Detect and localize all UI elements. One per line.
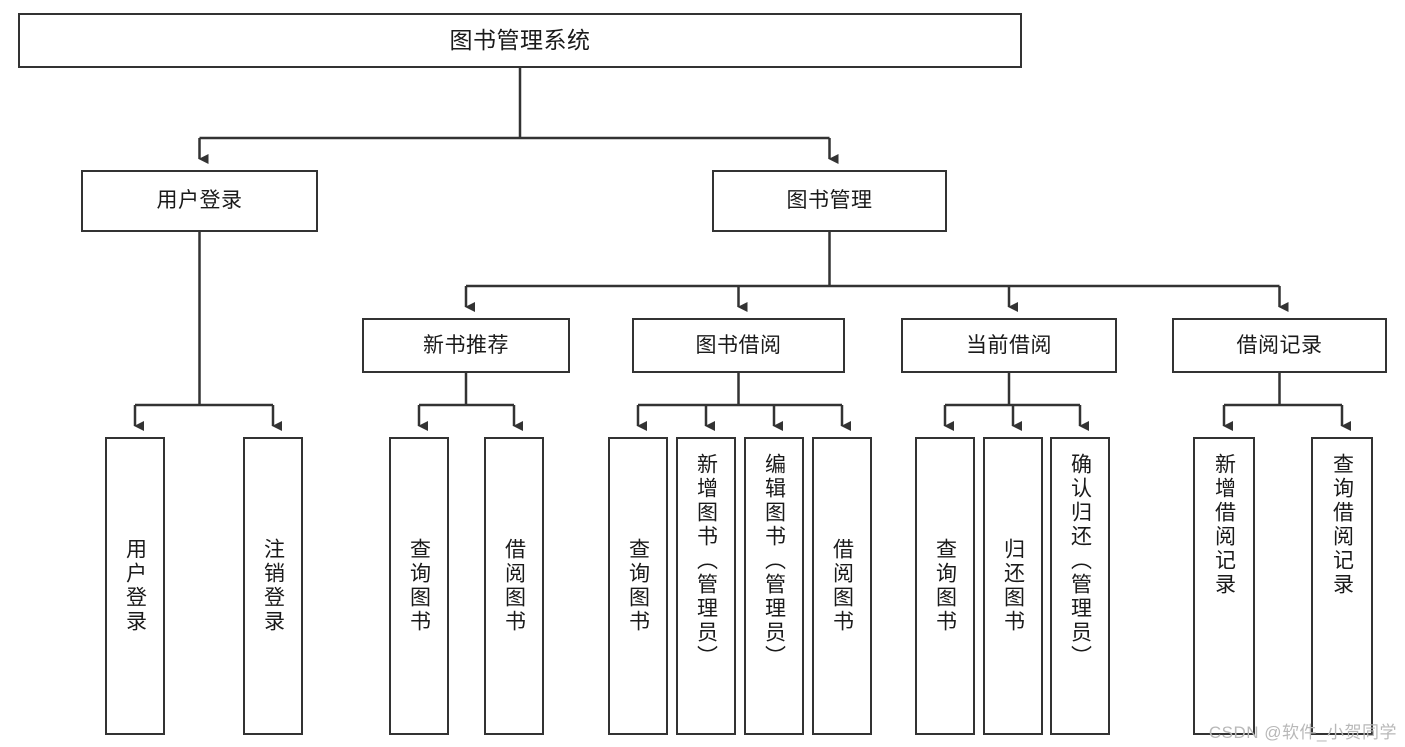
edge-bus-book-borrow: [638, 373, 842, 407]
node-leaf-return-book[interactable]: 归还图书: [983, 437, 1043, 735]
node-leaf-query-book-2[interactable]: 查询图书: [608, 437, 668, 735]
node-root[interactable]: 图书管理系统: [18, 13, 1022, 68]
node-label: 用户登录: [156, 189, 243, 213]
node-label: 借阅图书: [502, 538, 526, 634]
node-label: 编辑图书（管理员）: [762, 453, 786, 669]
node-leaf-user-logout[interactable]: 注销登录: [243, 437, 303, 735]
edge-bus-current-borrow: [945, 373, 1080, 407]
node-book-borrow[interactable]: 图书借阅: [632, 318, 845, 373]
node-label: 确认归还（管理员）: [1068, 453, 1092, 669]
node-user-login[interactable]: 用户登录: [81, 170, 318, 232]
node-leaf-query-book-3[interactable]: 查询图书: [915, 437, 975, 735]
node-label: 新增借阅记录: [1212, 453, 1236, 597]
node-label: 图书管理系统: [449, 26, 591, 53]
edge-bus-new-book-recommend: [419, 373, 514, 407]
edge-bus-root: [199, 68, 830, 140]
node-label: 归还图书: [1001, 538, 1025, 634]
node-leaf-add-book[interactable]: 新增图书（管理员）: [676, 437, 736, 735]
node-label: 当前借阅: [966, 333, 1052, 357]
node-leaf-borrow-book-1[interactable]: 借阅图书: [484, 437, 544, 735]
node-label: 新增图书（管理员）: [694, 453, 718, 669]
node-leaf-edit-book[interactable]: 编辑图书（管理员）: [744, 437, 804, 735]
node-label: 查询图书: [407, 538, 431, 634]
node-leaf-query-book-1[interactable]: 查询图书: [389, 437, 449, 735]
node-leaf-query-record[interactable]: 查询借阅记录: [1311, 437, 1373, 735]
node-leaf-borrow-book-2[interactable]: 借阅图书: [812, 437, 872, 735]
edge-bus-book-manage: [466, 232, 1280, 288]
node-leaf-add-record[interactable]: 新增借阅记录: [1193, 437, 1255, 735]
node-new-book-recommend[interactable]: 新书推荐: [362, 318, 570, 373]
edge-bus-borrow-record: [1224, 373, 1342, 407]
node-label: 借阅记录: [1236, 333, 1323, 357]
node-borrow-record[interactable]: 借阅记录: [1172, 318, 1387, 373]
csdn-watermark: CSDN @软件_小贺同学: [1208, 723, 1397, 742]
node-current-borrow[interactable]: 当前借阅: [901, 318, 1117, 373]
node-label: 借阅图书: [830, 538, 854, 634]
node-book-manage[interactable]: 图书管理: [712, 170, 947, 232]
node-leaf-confirm-return[interactable]: 确认归还（管理员）: [1050, 437, 1110, 735]
node-label: 图书借阅: [695, 333, 782, 357]
edge-bus-user-login: [135, 232, 273, 407]
node-label: 注销登录: [261, 538, 285, 634]
node-leaf-user-login[interactable]: 用户登录: [105, 437, 165, 735]
node-label: 查询借阅记录: [1330, 453, 1354, 597]
node-label: 新书推荐: [423, 333, 509, 357]
node-label: 查询图书: [626, 538, 650, 634]
node-label: 图书管理: [786, 189, 873, 213]
node-label: 用户登录: [123, 538, 147, 634]
node-label: 查询图书: [933, 538, 957, 634]
